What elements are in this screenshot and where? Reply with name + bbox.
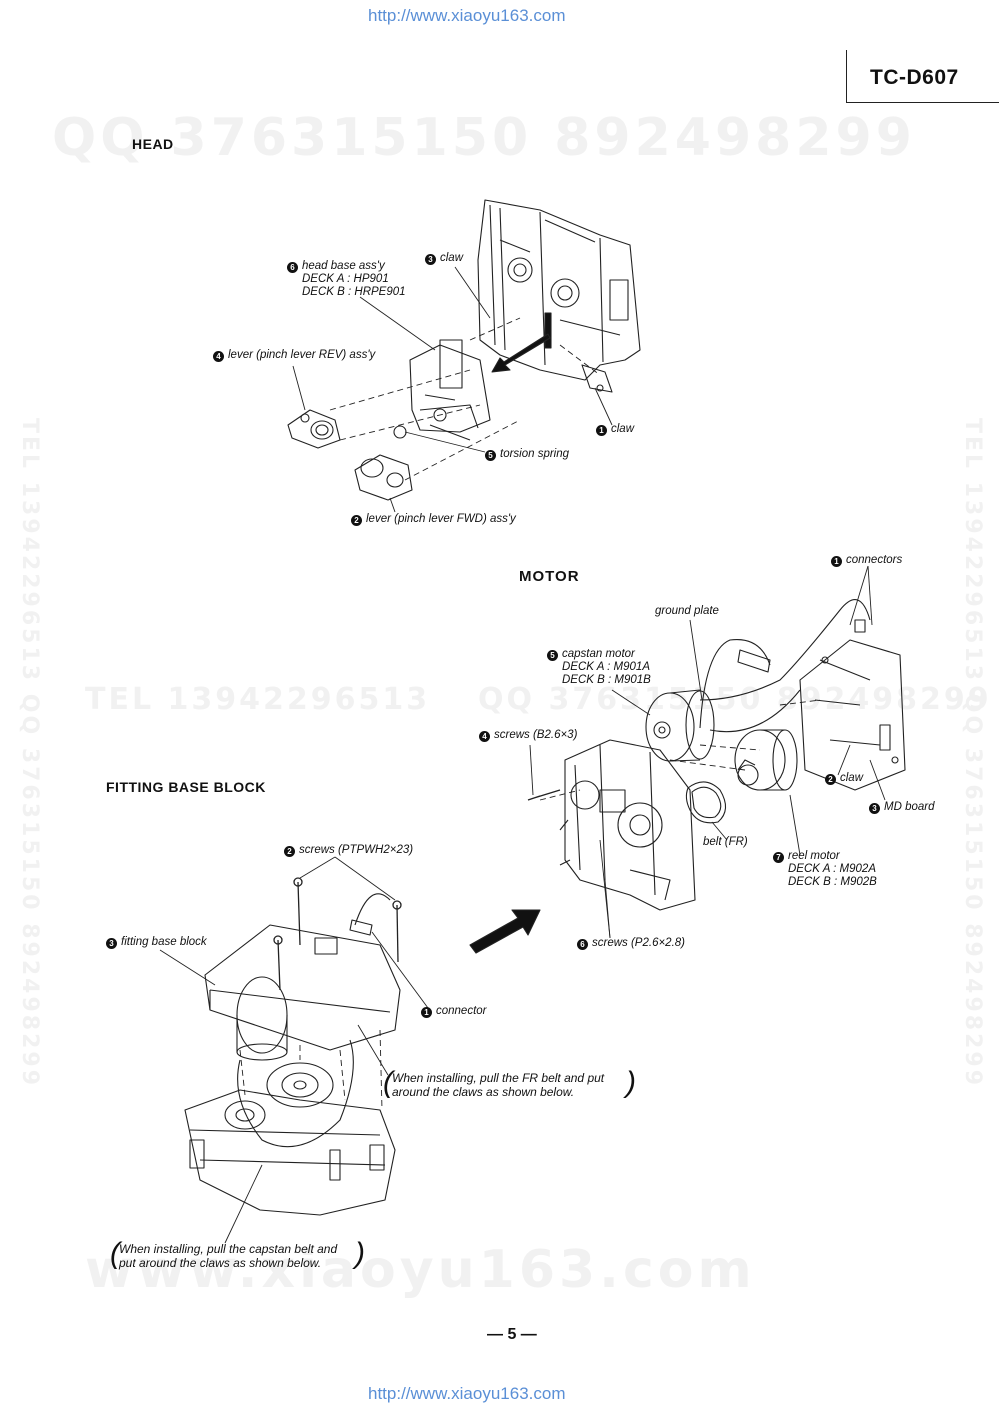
lever-fwd-assy (354, 454, 413, 501)
callout-number: 5 (547, 650, 558, 661)
callout-number: 2 (284, 846, 295, 857)
section-title-fitting: FITTING BASE BLOCK (106, 779, 266, 795)
bottom-url[interactable]: http://www.xiaoyu163.com (368, 1384, 566, 1403)
fitting-screws (273, 877, 402, 991)
ground-plate (737, 649, 771, 673)
motor-chassis (559, 739, 696, 911)
head-arrow (491, 333, 551, 373)
callout-number: 5 (485, 450, 496, 461)
screw-b (527, 789, 561, 801)
callout-number: 2 (825, 774, 836, 785)
top-url[interactable]: http://www.xiaoyu163.com (368, 6, 566, 25)
fitting-lower-deck (184, 1039, 396, 1216)
belt-fr (685, 781, 727, 824)
model-box (846, 50, 999, 103)
watermark-site: www.xiaoyu163.com (85, 1240, 756, 1300)
callout-number: 1 (831, 556, 842, 567)
big-arrow (469, 909, 541, 954)
watermark-qq-top: QQ 376315150 892498299 (52, 108, 916, 168)
label-ground-plate: ground plate (655, 605, 719, 617)
md-board (799, 619, 906, 791)
head-deck-frame (477, 199, 641, 393)
callout-number: 2 (351, 515, 362, 526)
paren-right: ) (355, 1237, 365, 1270)
callout-number: 3 (869, 803, 880, 814)
callout-number: 4 (213, 351, 224, 362)
watermark-tel-mid: TEL 13942296513 (85, 682, 431, 717)
callout-number: 6 (287, 262, 298, 273)
section-title-motor: MOTOR (519, 568, 580, 585)
label-belt-fr: belt (FR) (703, 836, 748, 848)
paren-left: ( (110, 1237, 120, 1270)
model-number: TC-D607 (870, 66, 959, 89)
callout-number: 4 (479, 731, 490, 742)
fitting-base-board (204, 893, 401, 1051)
head-base-assy (409, 339, 491, 441)
section-title-head: HEAD (132, 136, 174, 152)
page-number: — 5 — (487, 1326, 537, 1343)
callout-number: 3 (425, 254, 436, 265)
note-capstan-belt: ( When installing, pull the capstan belt… (110, 1237, 365, 1271)
watermark-qq-mid: QQ 376315150 892498299 (478, 682, 992, 717)
callout-number: 3 (106, 938, 117, 949)
reel-motor (734, 729, 798, 791)
paren-right: ) (626, 1066, 636, 1099)
lever-rev-assy (287, 409, 341, 449)
callout-number: 1 (421, 1007, 432, 1018)
callout-number: 1 (596, 425, 607, 436)
paren-left: ( (383, 1066, 393, 1099)
fitting-capstan-motor (236, 976, 288, 1061)
note-fr-belt: ( When installing, pull the FR belt and … (383, 1066, 636, 1100)
callout-number: 6 (577, 939, 588, 950)
callout-number: 7 (773, 852, 784, 863)
capstan-motor (645, 689, 715, 762)
